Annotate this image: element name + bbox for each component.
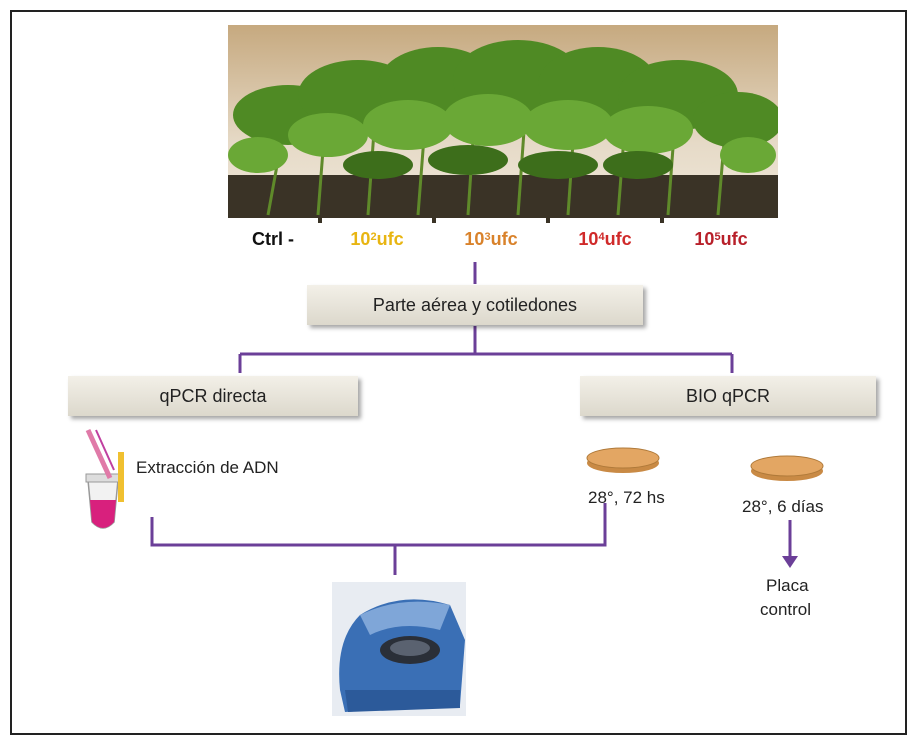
dna-extraction-label: Extracción de ADN — [136, 458, 279, 477]
petri-dish-6d-icon — [750, 455, 824, 481]
dose-3-exponent: 3 — [484, 231, 491, 243]
dose-2-exponent: 2 — [370, 231, 377, 243]
box-bio-qpcr: BIO qPCR — [580, 376, 876, 416]
dose-2-unit: ufc — [376, 228, 404, 249]
dose-4-base: 10 — [578, 228, 599, 249]
connector-merge — [150, 503, 607, 547]
dose-4-exponent: 4 — [598, 231, 605, 243]
arrow-down-icon — [782, 556, 798, 568]
dose-3-base: 10 — [464, 228, 485, 249]
tomato-seedlings-photo — [228, 25, 778, 223]
incubation-72h-label: 28°, 72 hs — [588, 488, 665, 507]
thermocycler-icon — [332, 582, 466, 716]
box-qpcr-directa: qPCR directa — [68, 376, 358, 416]
box-parte-aerea: Parte aérea y cotiledones — [307, 285, 643, 325]
label-ctrl: Ctrl - — [228, 218, 318, 260]
dose-4-unit: ufc — [604, 228, 632, 249]
dose-3-unit: ufc — [490, 228, 518, 249]
dose-5-base: 10 — [694, 228, 715, 249]
dose-5-unit: ufc — [720, 228, 748, 249]
tube-pipette-icon — [85, 428, 124, 529]
incubation-6d-label: 28°, 6 días — [742, 497, 824, 516]
dose-5-exponent: 5 — [714, 231, 721, 243]
dose-2-base: 10 — [350, 228, 371, 249]
petri-dish-72h-icon — [586, 447, 660, 473]
control-plate-label-line2: control — [760, 600, 812, 619]
control-plate-label-line1: Placa — [766, 576, 809, 595]
